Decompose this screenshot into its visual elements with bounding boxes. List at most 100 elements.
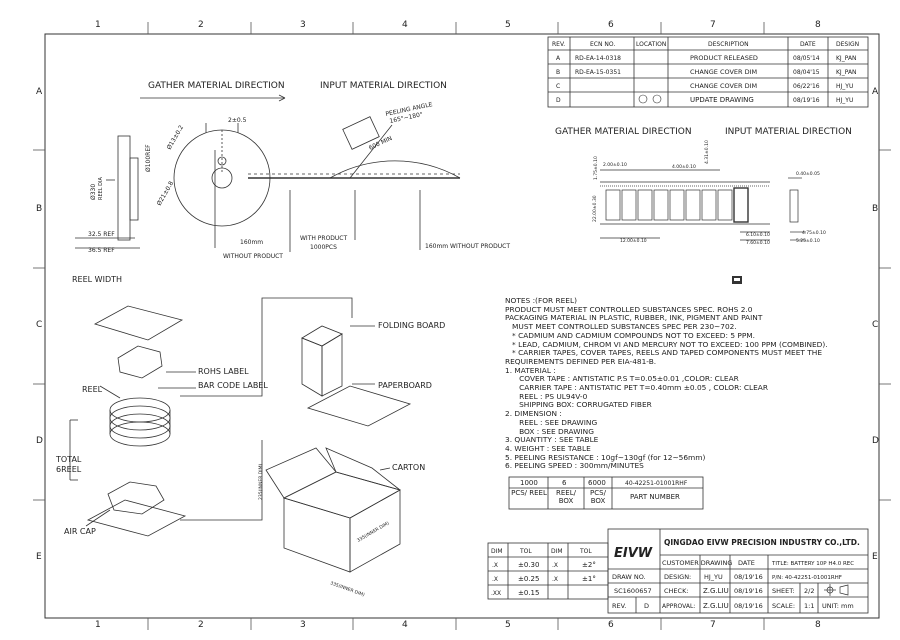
pcs-label: 1000PCS [310, 244, 337, 251]
scale-label: SCALE: [772, 602, 795, 610]
grid-col-1-bottom: 1 [95, 620, 101, 630]
grid-row-c: C [36, 320, 43, 330]
dim-12-00: 12.00±0.10 [620, 238, 647, 244]
grid-col-4-bottom: 4 [402, 620, 408, 630]
design-cell: KJ_PAN [836, 55, 857, 62]
unit-label: UNIT: mm [822, 602, 854, 610]
grid-row-d: D [36, 436, 43, 446]
design-name: HJ_YU [704, 573, 723, 581]
tape-pockets [605, 187, 749, 223]
note-line: 5. PEELING RESISTANCE : 10gf~130gf (for … [505, 452, 706, 462]
dim-32-5: 32.5 REF [88, 231, 115, 238]
revision-row-b: B RD-EA-15-0351 CHANGE COVER DIM 08/04'1… [556, 68, 857, 76]
tol-cell: ±0.30 [518, 561, 539, 569]
dim-2-00: 2.00±0.10 [603, 162, 627, 168]
reel-label: REEL [82, 385, 103, 394]
folding-board-label: FOLDING BOARD [378, 321, 445, 330]
revision-header-row: REV. ECN NO. LOCATION DESCRIPTION DATE D… [552, 41, 859, 48]
note-line: PACKAGING MATERIAL IN PLASTIC, RUBBER, I… [505, 313, 763, 323]
min-600-label: 600 MIN [368, 135, 393, 152]
reel-view [75, 94, 461, 252]
grid-col-8: 8 [815, 20, 821, 30]
dim-330: Ø330 [90, 184, 97, 200]
ecn-cell: RD-EA-15-0351 [575, 69, 621, 76]
title-block-grid [607, 528, 869, 614]
paperboard [306, 385, 412, 427]
rev-header: REV. [552, 41, 565, 48]
bar-code-label: BAR CODE LABEL [198, 381, 268, 390]
tape-gather-label: GATHER MATERIAL DIRECTION [555, 127, 692, 137]
inner-dim-235: 235(INNER DIM) [258, 464, 264, 500]
grid-col-6: 6 [608, 20, 614, 30]
dim-21: Ø21±0.8 [156, 180, 176, 207]
inner-dim-335a: 335(INNER DIM) [356, 520, 391, 543]
reel-dia-label: REEL DIA [98, 177, 104, 200]
dim-4-00: 4.00±0.10 [672, 164, 696, 170]
tol-cell: ±0.15 [518, 589, 539, 597]
note-line: PRODUCT MUST MEET CONTROLLED SUBSTANCES … [505, 304, 753, 314]
grid-col-5: 5 [505, 20, 511, 30]
air-cap-label: AIR CAP [64, 527, 96, 536]
six-reel-label: 6REEL [56, 465, 82, 474]
note-line: REQUIREMENTS DEFINED PER EIA-481-B. [505, 356, 657, 366]
note-line: 1. MATERIAL : [505, 365, 556, 375]
reel-per-box-header: REEL/ BOX [556, 489, 576, 505]
date-cell: 06/22'16 [793, 83, 820, 90]
revision-row-c: C CHANGE COVER DIM 06/22'16 HJ_YU [556, 82, 853, 90]
note-line: CARRIER TAPE : ANTISTATIC PET T=0.40mm ±… [505, 383, 768, 393]
note-line: 6. PEELING SPEED : 300mm/MINUTES [505, 461, 644, 471]
tol-cell: ±2° [582, 561, 596, 569]
grid-row-d-right: D [872, 436, 879, 446]
design-date: 08/19'16 [734, 573, 763, 581]
dim-36-5: 36.5 REF [88, 247, 115, 254]
tolerance-row-2: .X ±0.25 .X ±1° [492, 575, 596, 583]
dim-5-25: 5.25±0.10 [796, 238, 820, 244]
revision-table [547, 36, 869, 108]
pcs-per-box-value: 6000 [588, 479, 606, 487]
tolerance-row-3: .XX ±0.15 [491, 589, 539, 597]
desc-cell: UPDATE DRAWING [690, 96, 754, 104]
rev-cell: C [556, 83, 560, 90]
grid-col-5-bottom: 5 [505, 620, 511, 630]
note-line: * CADMIUM AND CADMIUM COMPOUNDS NOT TO E… [505, 330, 756, 340]
air-cap-bottom [107, 481, 165, 515]
dim-6-10: 6.10±0.10 [746, 232, 770, 238]
dim-cell: .X [552, 576, 558, 583]
tol-cell: ±0.25 [518, 575, 539, 583]
approval-date: 08/19'16 [734, 602, 763, 610]
date-header: DATE [800, 41, 816, 48]
company-name: QINGDAO EIVW PRECISION INDUSTRY CO.,LTD. [664, 538, 860, 547]
tolerance-row-1: .X ±0.30 .X ±2° [492, 561, 596, 569]
customer-drawing-label: CUSTOMER DRAWING [662, 559, 732, 567]
company-logo: EIVW [614, 546, 653, 561]
draw-no-label: DRAW NO. [612, 573, 646, 581]
dim-cell: .X [492, 562, 498, 569]
grid-col-1: 1 [95, 20, 101, 30]
note-line: REEL : SEE DRAWING [505, 417, 598, 427]
rev-cell: D [556, 97, 561, 104]
projection-symbol-icon [824, 584, 849, 596]
approval-label: APPROVAL: [662, 603, 695, 610]
tol-header: TOL [519, 548, 532, 555]
reel-stack [109, 397, 171, 423]
len-160: 160mm [240, 239, 263, 246]
ecn-cell: RD-EA-14-0318 [575, 55, 621, 62]
dim-0-40: 0.40±0.05 [796, 171, 820, 177]
pcs-per-box-header: PCS/ BOX [590, 489, 606, 505]
draw-no-value: SC1600657 [614, 587, 652, 595]
scale-value: 1:1 [804, 602, 814, 610]
reel-width-label: REEL WIDTH [72, 275, 122, 284]
without-product-label: WITHOUT PRODUCT [223, 253, 283, 260]
dim-13: Ø13±0.2 [166, 124, 186, 151]
note-line: COVER TAPE : ANTISTATIC P.S T=0.05±0.01 … [505, 374, 739, 384]
location-header: LOCATION [636, 41, 666, 48]
air-cap-top [117, 345, 163, 379]
check-name: Z.G.LIU [703, 587, 729, 595]
design-header: DESIGN [836, 41, 859, 48]
dim-1-75: 1.75±0.10 [593, 156, 599, 180]
qty-table [508, 476, 704, 510]
check-label: CHECK: [664, 587, 689, 595]
note-line: NOTES :(FOR REEL) [505, 296, 577, 305]
dim-7-60: 7.60±0.10 [746, 240, 770, 246]
